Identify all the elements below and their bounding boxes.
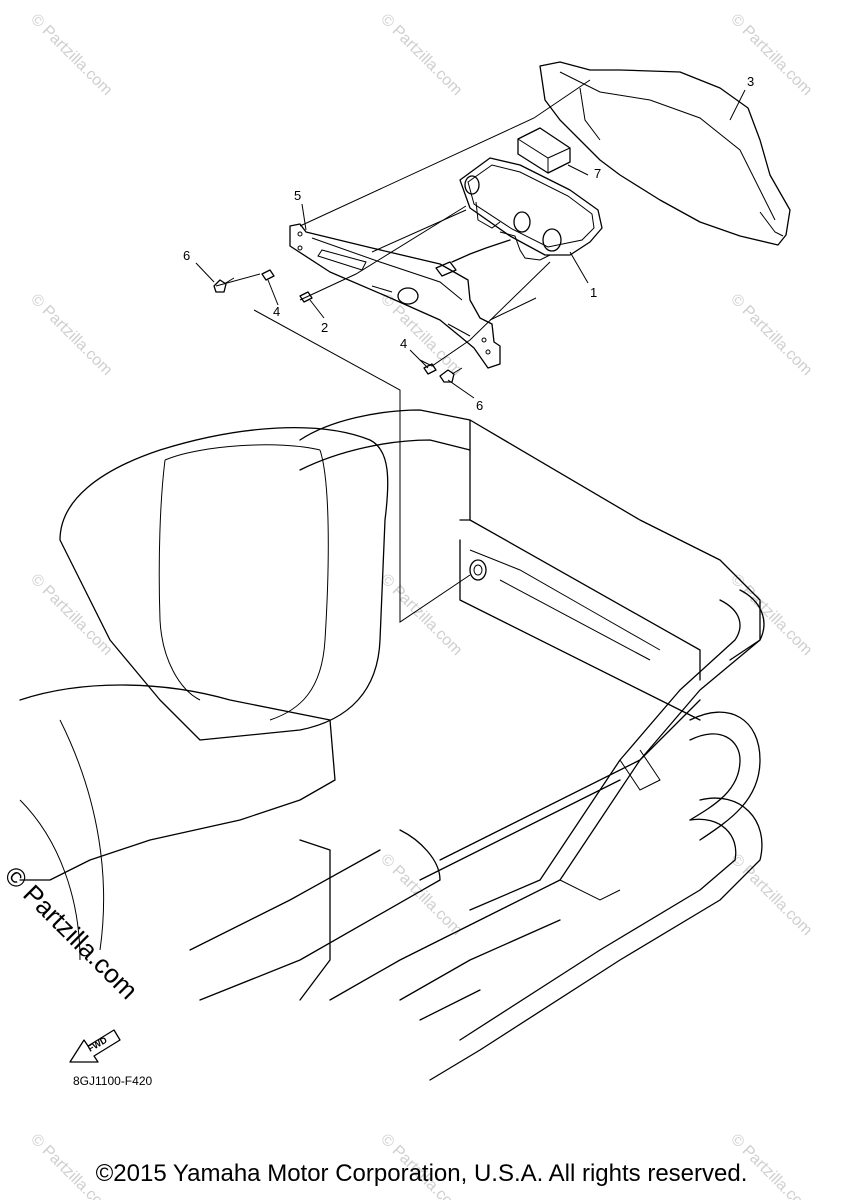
watermark-text: © Partzilla.com	[377, 11, 465, 99]
watermark-text: © Partzilla.com	[27, 291, 115, 379]
leader-lines	[195, 89, 746, 399]
watermark-text: © Partzilla.com	[727, 291, 815, 379]
watermark-text: © Partzilla.com	[27, 11, 115, 99]
watermark-text: © Partzilla.com	[27, 571, 115, 659]
watermark-text: © Partzilla.com	[727, 851, 815, 939]
rear-rack	[189, 409, 765, 1081]
callout-5: 5	[294, 188, 301, 203]
fwd-label: FWD	[86, 1035, 109, 1054]
watermark-grid: © Partzilla.com © Partzilla.com © Partzi…	[27, 11, 815, 1200]
watermark-text: © Partzilla.com	[727, 571, 815, 659]
callout-4: 4	[400, 336, 407, 351]
part-code: 8GJ1100-F420	[73, 1074, 153, 1088]
callout-2: 2	[321, 320, 328, 335]
callout-6: 6	[476, 398, 483, 413]
callout-4: 4	[273, 304, 280, 319]
part-1-tail-light	[435, 157, 603, 277]
callout-3: 3	[747, 74, 754, 89]
watermark-text: © Partzilla.com	[377, 571, 465, 659]
part-7-block	[517, 127, 571, 174]
callout-6: 6	[183, 248, 190, 263]
callout-1: 1	[590, 285, 597, 300]
watermark-text: © Partzilla.com	[377, 291, 465, 379]
watermark-text: © Partzilla.com	[727, 11, 815, 99]
seat-backrest	[19, 427, 389, 961]
copyright-notice: ©2015 Yamaha Motor Corporation, U.S.A. A…	[95, 1160, 748, 1187]
part-5-bracket	[289, 223, 501, 369]
fwd-arrow: FWD	[69, 1029, 121, 1063]
assembly-lines	[215, 79, 591, 623]
callout-7: 7	[594, 166, 601, 181]
part-3-cover	[539, 61, 791, 246]
